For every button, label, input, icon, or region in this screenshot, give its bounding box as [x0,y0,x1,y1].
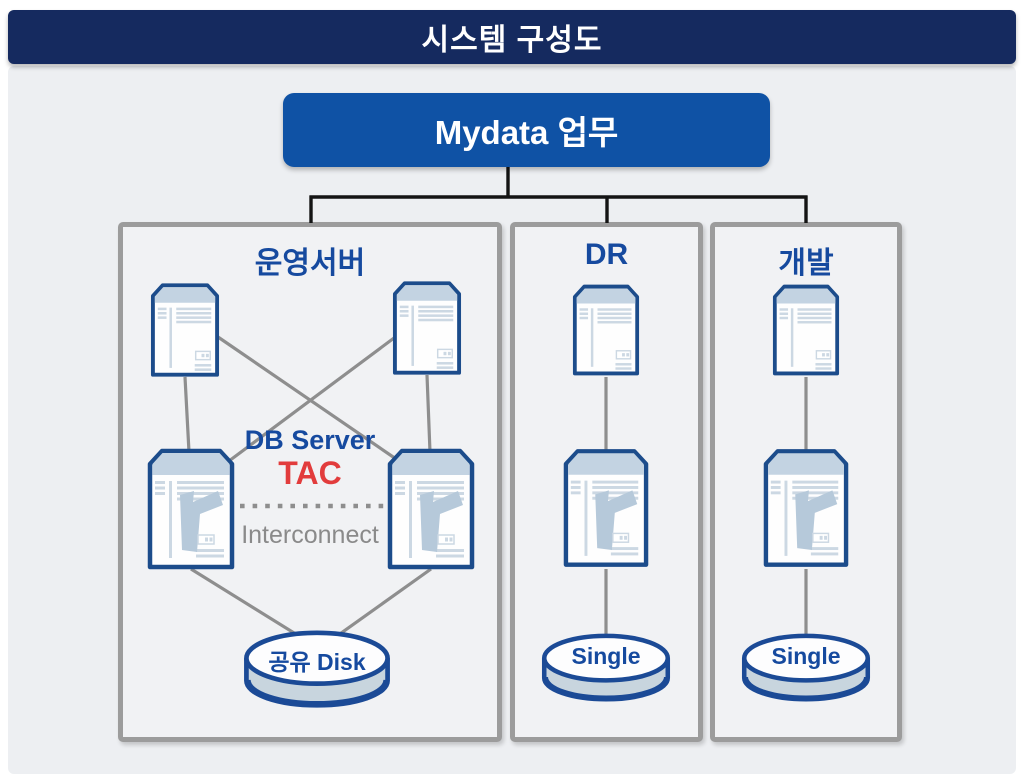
db-server-icon [563,449,649,567]
app-server-icon [392,281,462,375]
storage-cylinder-icon [244,630,390,708]
dev-storage-label: Single [771,643,841,669]
db-server-icon [387,448,475,570]
app-server-icon [572,284,640,376]
app-server-icon [772,284,840,376]
db-server-icon [147,448,235,570]
panel-dr: DR [510,222,703,742]
shared-disk: 공유 Disk [237,626,397,713]
db-server-icon [763,449,849,567]
page-title-bar: 시스템 구성도 [8,10,1016,64]
panel-operations-title: 운영서버 [254,247,366,280]
app-server-icon [150,283,220,377]
dr-storage: Single [536,630,676,706]
shared-disk-label: 공유 Disk [268,649,366,675]
panel-dr-title: DR [584,238,629,271]
root-node-label: Mydata 업무 [434,114,619,151]
root-node: Mydata 업무 [283,93,770,167]
panel-dev-title: 개발 [778,247,834,280]
storage-cylinder-icon [541,633,671,702]
panel-operations: 운영서버 [118,222,502,742]
page-title: 시스템 구성도 [421,24,603,57]
panel-dev: 개발 [710,222,902,742]
dev-storage: Single [736,630,876,706]
dr-storage-label: Single [571,643,641,669]
